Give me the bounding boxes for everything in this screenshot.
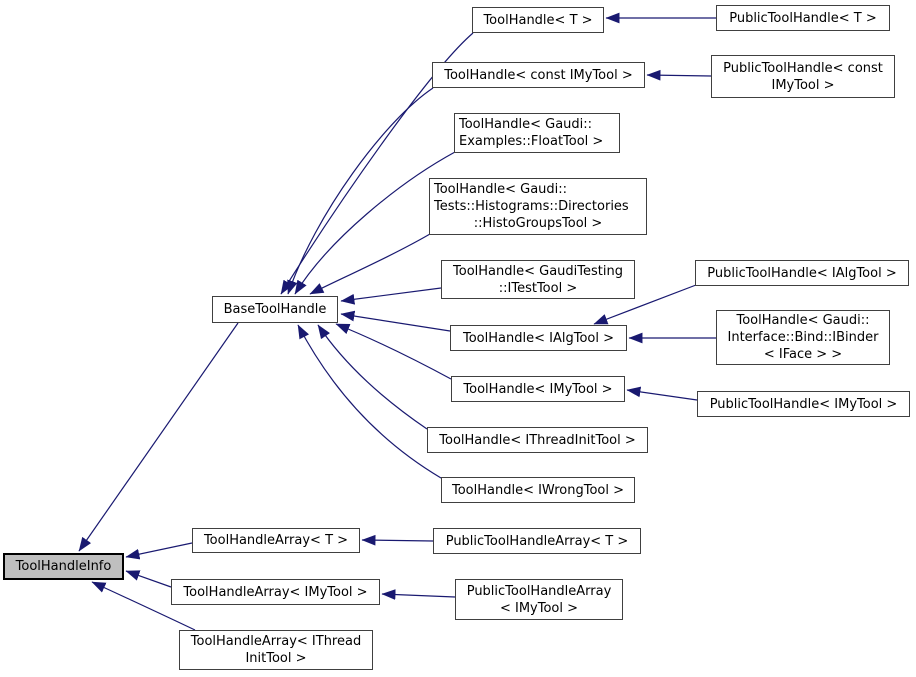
node-label: ToolHandle< const IMyTool > (444, 67, 633, 83)
node-label: PublicToolHandle< T > (729, 10, 877, 26)
edge-public-toolhandle-ialgtool-to-toolhandle-ialgtool (593, 284, 697, 325)
node-public-toolhandle-const-imytool[interactable]: PublicToolHandle< const IMyTool > (711, 55, 895, 98)
node-label: PublicToolHandle< const (723, 60, 883, 76)
node-label: Tests::Histograms::Directories (434, 199, 629, 214)
node-label: Interface::Bind::IBinder (727, 330, 879, 345)
node-public-toolhandle-imytool[interactable]: PublicToolHandle< IMyTool > (697, 391, 910, 417)
node-label: InitTool > (245, 651, 307, 666)
node-label: < IFace > > (763, 347, 843, 362)
node-basetoolhandle[interactable]: BaseToolHandle (212, 296, 338, 323)
edge-toolhandle-imytool-to-basetoolhandle (335, 323, 452, 380)
node-toolhandle-ithreadinittool[interactable]: ToolHandle< IThreadInitTool > (427, 427, 648, 453)
node-label: PublicToolHandleArray (466, 583, 612, 599)
edge-public-toolhandlearray-t-to-toolhandlearray-t (361, 534, 434, 546)
node-toolhandle-ibinder-iface[interactable]: ToolHandle< Gaudi:: Interface::Bind::IBi… (716, 310, 890, 365)
node-toolhandlearray-imytool[interactable]: ToolHandleArray< IMyTool > (171, 579, 380, 605)
node-label: Examples::FloatTool > (459, 134, 604, 149)
node-label: < IMyTool > (499, 600, 579, 616)
node-toolhandle-iwrongtool[interactable]: ToolHandle< IWrongTool > (441, 477, 635, 503)
edge-toolhandlearray-ithreadinittool-to-toolhandleinfo (91, 581, 196, 631)
edge-toolhandle-const-imytool-to-basetoolhandle (287, 87, 434, 295)
edge-toolhandlearray-imytool-to-toolhandleinfo (125, 570, 172, 588)
node-public-toolhandlearray-imytool[interactable]: PublicToolHandleArray < IMyTool > (455, 579, 623, 620)
node-toolhandlearray-t[interactable]: ToolHandleArray< T > (192, 528, 360, 553)
node-label: ToolHandle< IMyTool > (463, 381, 613, 397)
edge-toolhandle-iwrongtool-to-basetoolhandle (297, 324, 442, 479)
node-label: ::HistoGroupsTool > (473, 216, 603, 231)
node-toolhandle-gaudi-examples-floattool[interactable]: ToolHandle< Gaudi:: Examples::FloatTool … (454, 113, 620, 153)
node-toolhandle-imytool[interactable]: ToolHandle< IMyTool > (451, 376, 625, 402)
edge-toolhandle-floattool-to-basetoolhandle (294, 151, 456, 295)
edge-toolhandle-t-to-basetoolhandle (280, 32, 474, 295)
node-label: PublicToolHandle< IMyTool > (709, 396, 898, 412)
node-public-toolhandle-ialgtool[interactable]: PublicToolHandle< IAlgTool > (695, 260, 909, 286)
node-toolhandlearray-ithreadinittool[interactable]: ToolHandleArray< IThread InitTool > (179, 630, 373, 670)
node-label: PublicToolHandleArray< T > (445, 533, 629, 549)
edge-toolhandle-ithreadinittool-to-basetoolhandle (317, 324, 428, 430)
node-label: BaseToolHandle (223, 302, 327, 317)
node-label: ToolHandleArray< T > (203, 533, 349, 548)
node-label: ::ITestTool > (498, 280, 578, 296)
edge-toolhandle-itesttool-to-basetoolhandle (340, 287, 442, 305)
node-public-toolhandlearray-t[interactable]: PublicToolHandleArray< T > (433, 528, 641, 554)
node-label: ToolHandle< Gaudi:: (434, 182, 568, 197)
node-label: ToolHandle< IThreadInitTool > (439, 432, 636, 448)
node-toolhandle-histogroupstool[interactable]: ToolHandle< Gaudi:: Tests::Histograms::D… (429, 178, 647, 235)
node-label: IMyTool > (771, 77, 835, 93)
node-toolhandle-const-imytool[interactable]: ToolHandle< const IMyTool > (432, 62, 645, 88)
edge-public-toolhandle-imytool-to-toolhandle-imytool (626, 386, 698, 401)
node-toolhandle-gauditesting-itesttool[interactable]: ToolHandle< GaudiTesting ::ITestTool > (441, 260, 635, 299)
node-toolhandleinfo-current: ToolHandleInfo (3, 553, 124, 580)
edge-toolhandle-ialgtool-to-basetoolhandle (340, 310, 451, 332)
node-label: ToolHandle< Gaudi:: (736, 313, 870, 328)
node-label: ToolHandle< T > (483, 12, 593, 28)
node-label: ToolHandleArray< IMyTool > (183, 584, 368, 600)
node-label: ToolHandle< IAlgTool > (463, 330, 614, 346)
node-label: ToolHandleArray< IThread (190, 634, 362, 649)
edge-public-toolhandle-const-imytool-to-toolhandle-const-imytool (646, 69, 712, 81)
node-label: ToolHandle< IWrongTool > (451, 482, 624, 498)
node-label: ToolHandle< Gaudi:: (459, 117, 593, 132)
node-label: ToolHandleInfo (15, 559, 112, 574)
node-label: ToolHandle< GaudiTesting (453, 263, 623, 279)
node-toolhandle-t[interactable]: ToolHandle< T > (472, 7, 604, 33)
edge-toolhandle-histogroupstool-to-basetoolhandle (309, 233, 431, 295)
node-toolhandle-ialgtool[interactable]: ToolHandle< IAlgTool > (450, 325, 627, 351)
edge-basetoolhandle-to-toolhandleinfo (78, 322, 239, 552)
edge-public-toolhandlearray-imytool-to-toolhandlearray-imytool (381, 589, 456, 600)
node-label: PublicToolHandle< IAlgTool > (707, 265, 897, 281)
edge-toolhandlearray-t-to-toolhandleinfo (125, 542, 193, 560)
node-public-toolhandle-t[interactable]: PublicToolHandle< T > (716, 5, 890, 31)
